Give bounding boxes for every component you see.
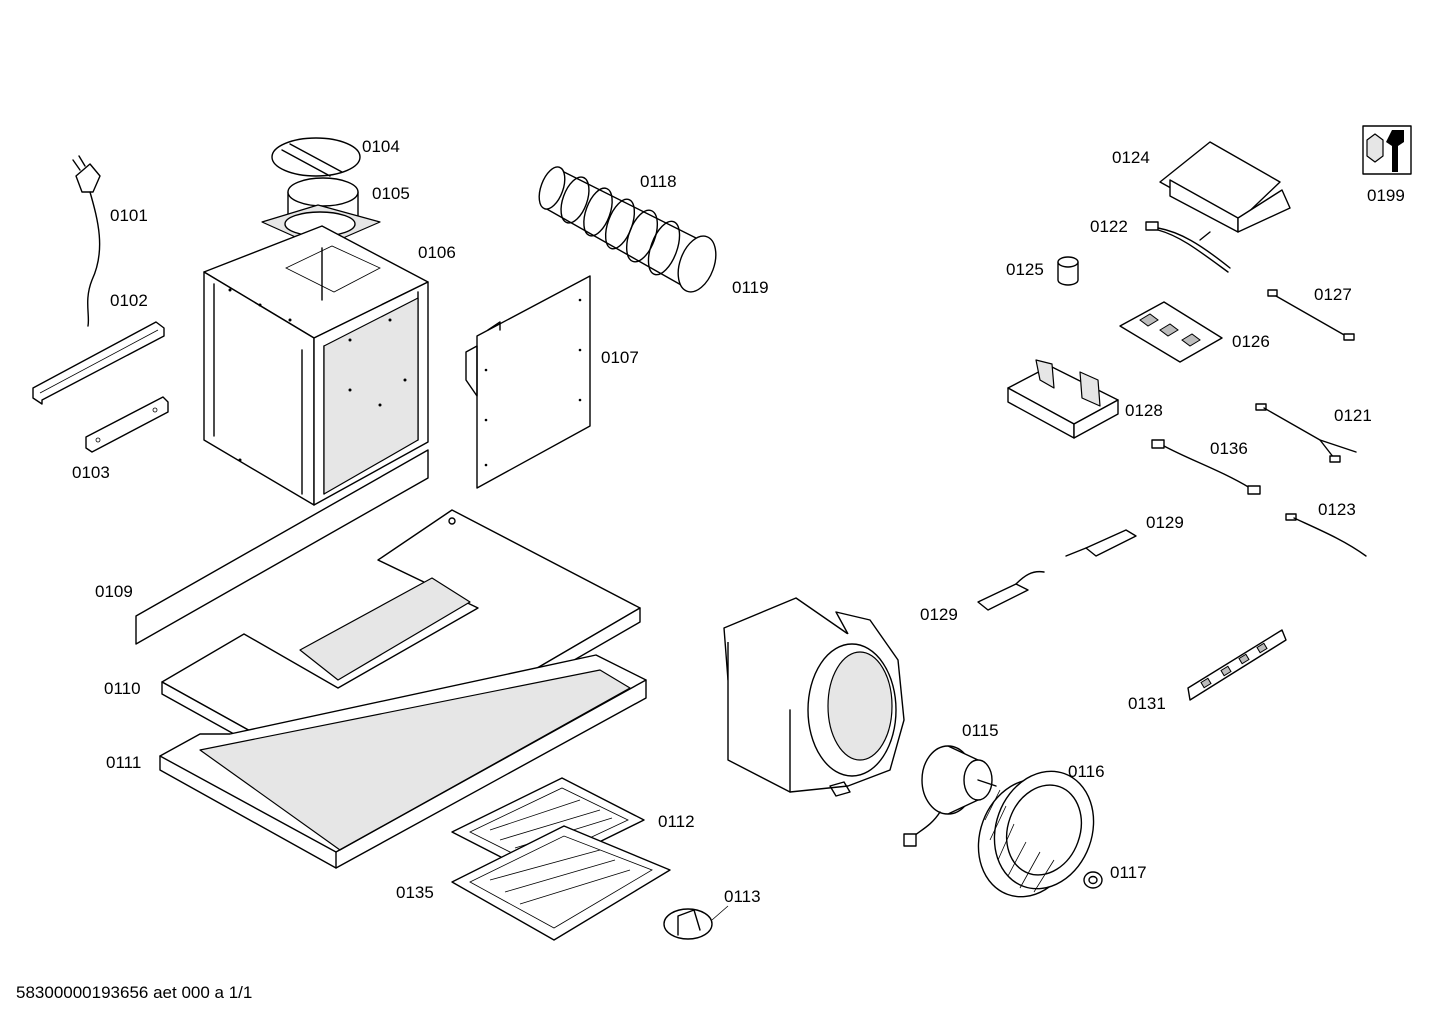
label-0104: 0104 — [362, 137, 400, 156]
label-0123: 0123 — [1318, 500, 1356, 519]
label-0103: 0103 — [72, 463, 110, 482]
blower-housing-part — [723, 597, 905, 797]
power-module-part — [1007, 359, 1119, 439]
label-0129-lower: 0129 — [920, 605, 958, 624]
short-cable-part — [1285, 513, 1367, 557]
control-panel-part — [1187, 629, 1287, 701]
label-0115: 0115 — [962, 721, 999, 740]
ribbon-cable-part — [1151, 439, 1261, 495]
label-0125: 0125 — [1006, 260, 1044, 279]
label-0112: 0112 — [658, 812, 695, 831]
label-0121: 0121 — [1334, 406, 1372, 425]
label-0106: 0106 — [418, 243, 456, 262]
label-0113: 0113 — [724, 887, 761, 906]
fan-motor-part — [903, 745, 997, 847]
electronics-box-part — [1159, 141, 1291, 233]
label-0124: 0124 — [1112, 148, 1150, 167]
label-0111: 0111 — [106, 753, 142, 772]
label-0127: 0127 — [1314, 285, 1352, 304]
label-0116: 0116 — [1068, 762, 1105, 781]
label-0136: 0136 — [1210, 439, 1248, 458]
capacitor-part — [1057, 256, 1079, 286]
rear-panel-part — [465, 275, 591, 489]
y-cable-part — [1255, 403, 1357, 463]
sensor-cable-part — [1267, 289, 1355, 341]
label-0135: 0135 — [396, 883, 434, 902]
label-0117: 0117 — [1110, 863, 1147, 882]
mesh-filter-part — [451, 825, 671, 941]
bracket-part — [32, 321, 165, 405]
label-0102: 0102 — [110, 291, 148, 310]
label-0199: 0199 — [1367, 186, 1405, 205]
small-plate-part — [85, 396, 169, 453]
label-0122: 0122 — [1090, 217, 1128, 236]
switch-module-upper-part — [1065, 529, 1137, 557]
label-0119: 0119 — [732, 278, 769, 297]
nut-part — [1083, 871, 1103, 889]
label-0126: 0126 — [1232, 332, 1270, 351]
wrench-nut-icon — [1362, 125, 1412, 175]
label-0107: 0107 — [601, 348, 639, 367]
duct-collar-part — [261, 177, 381, 249]
label-0109: 0109 — [95, 582, 133, 601]
label-0128: 0128 — [1125, 401, 1163, 420]
label-0118: 0118 — [640, 172, 677, 191]
label-0131: 0131 — [1128, 694, 1166, 713]
document-footer-id: 58300000193656 aet 000 a 1/1 — [16, 983, 253, 1002]
power-cord-part — [72, 155, 101, 327]
label-0129-upper: 0129 — [1146, 513, 1184, 532]
fan-wheel-part — [977, 770, 1095, 898]
label-0105: 0105 — [372, 184, 410, 203]
label-0110: 0110 — [104, 679, 141, 698]
circuit-board-part — [1119, 301, 1223, 363]
label-0101: 0101 — [110, 206, 148, 225]
trim-strip-part — [135, 449, 429, 645]
flexible-duct-part — [538, 166, 717, 293]
chimney-housing-part — [203, 225, 429, 506]
canopy-frame-part — [159, 654, 647, 869]
seal-ring-part — [271, 137, 361, 177]
wire-harness-part — [1145, 221, 1231, 273]
switch-module-lower-part — [977, 570, 1045, 611]
round-cap-part — [663, 905, 729, 940]
